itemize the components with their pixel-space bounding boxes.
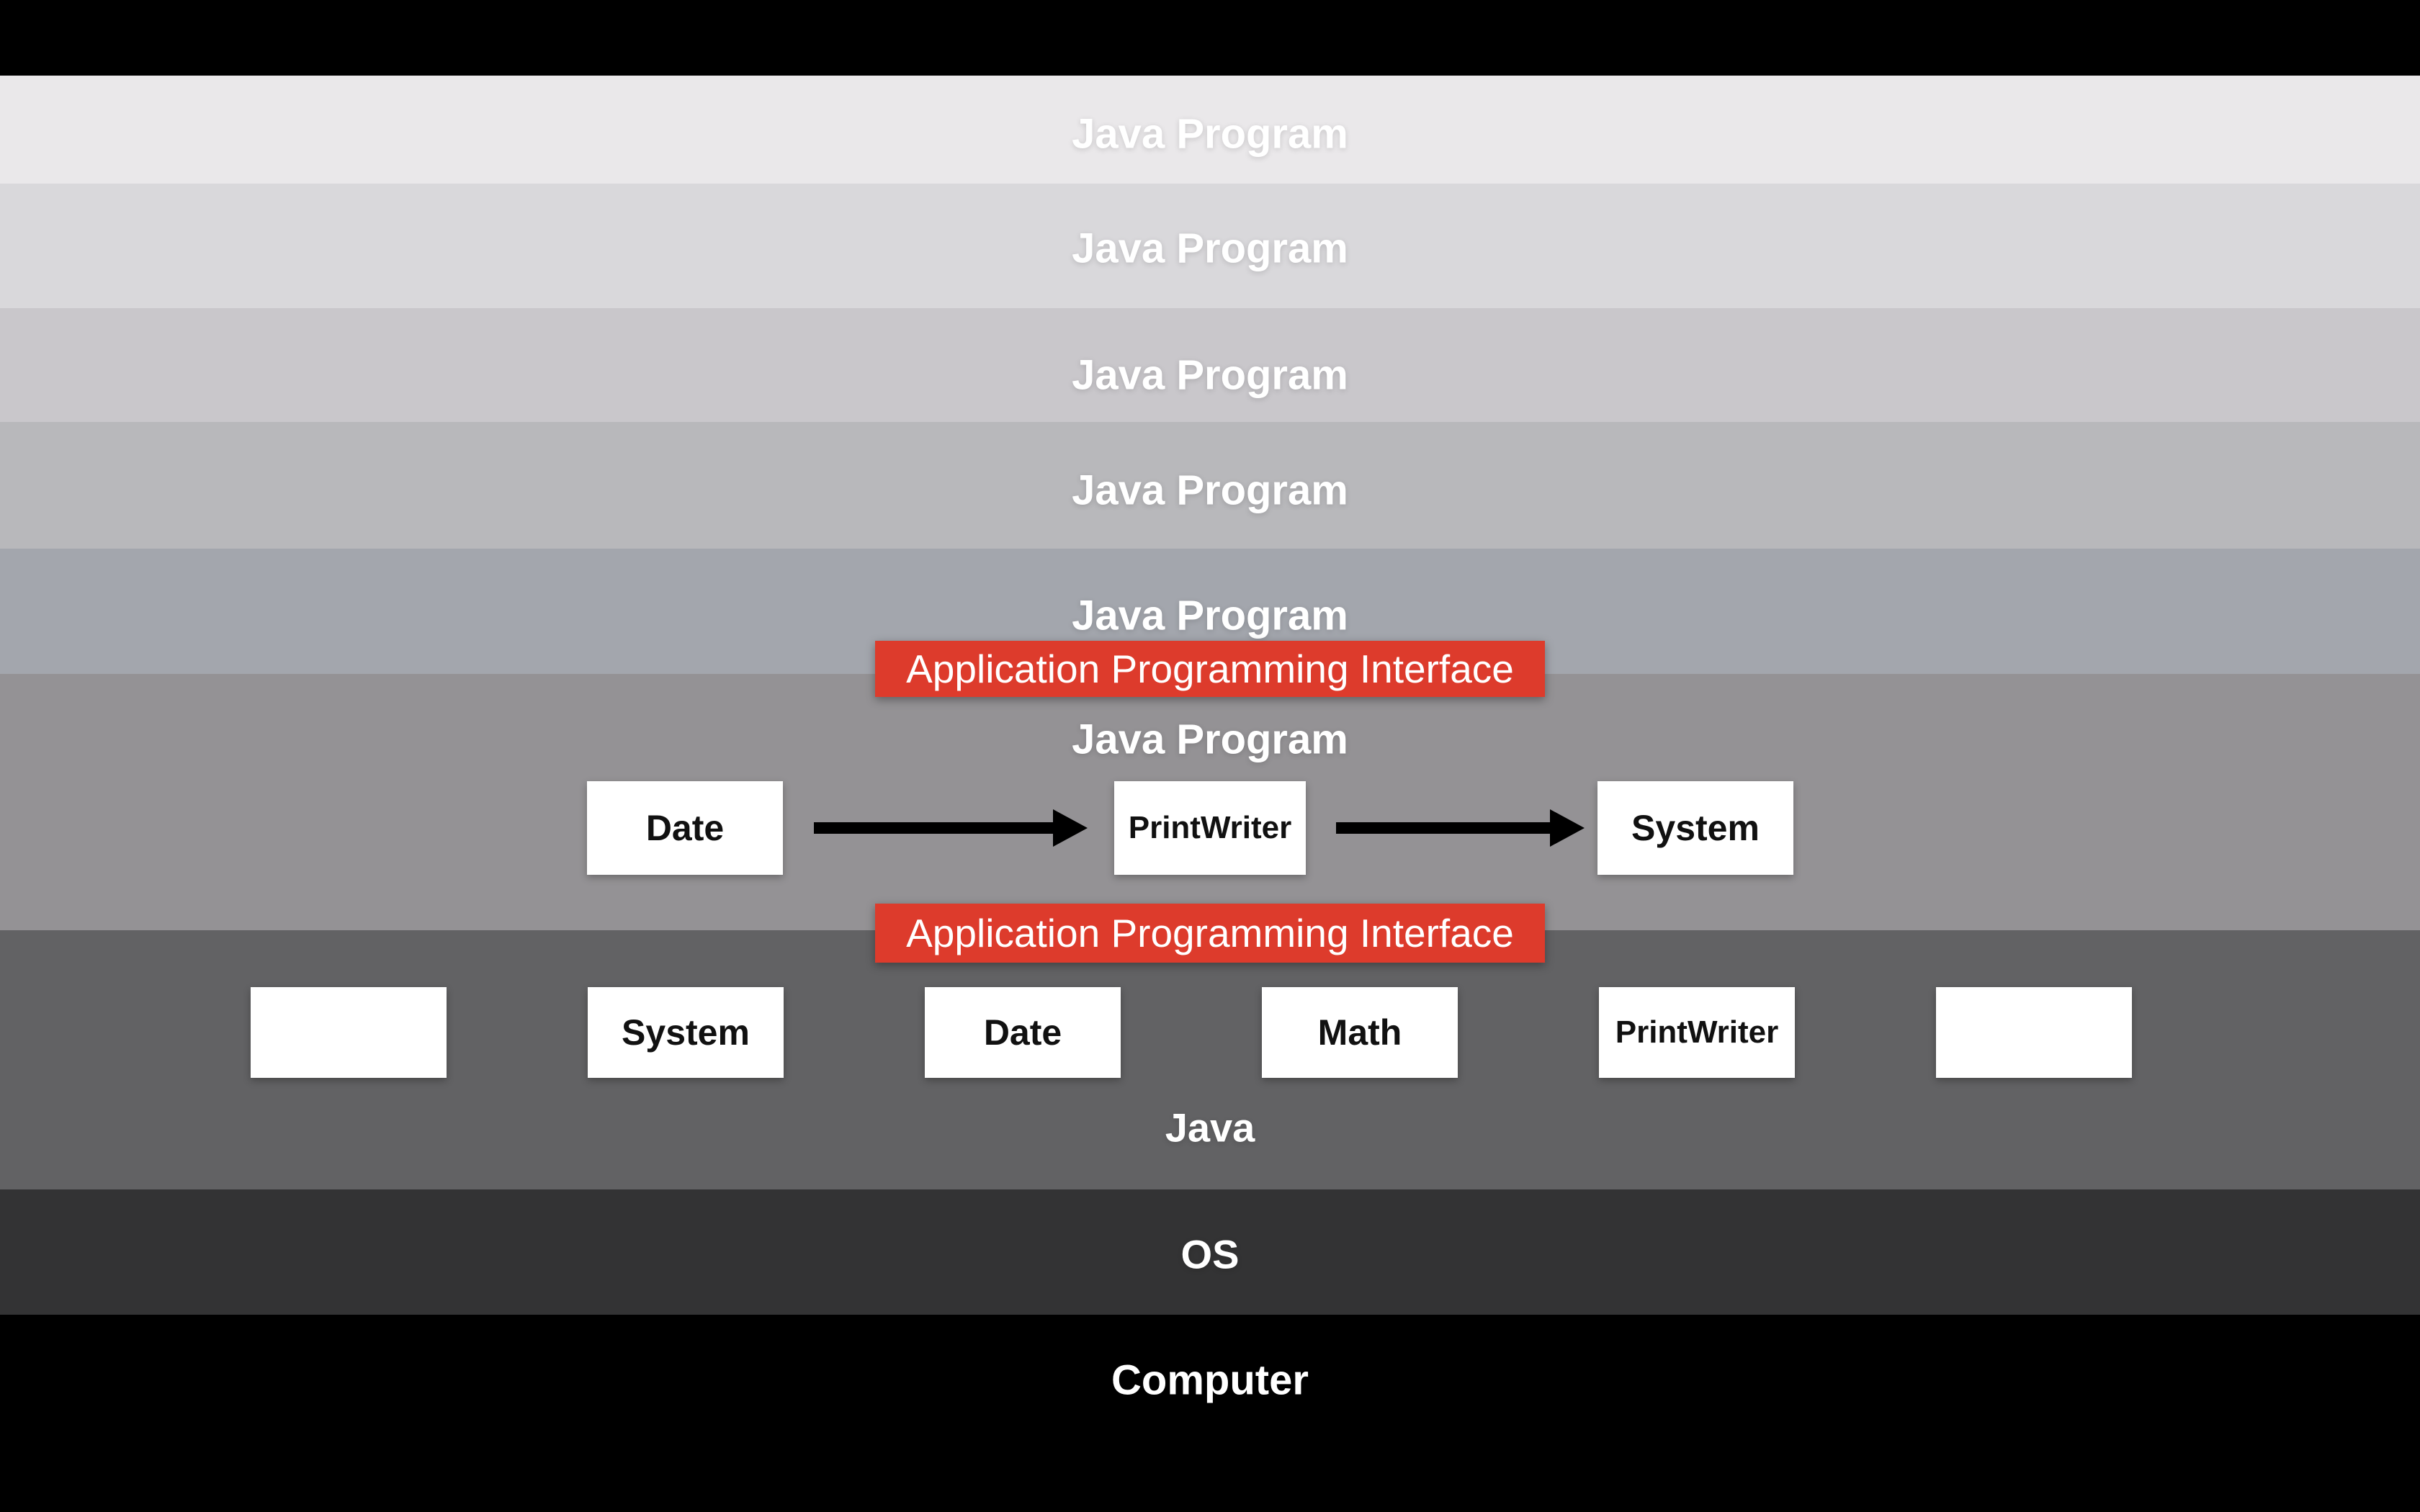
layer-band-3 <box>0 308 2420 422</box>
java-program-label-3: Java Program <box>1072 351 1348 399</box>
library-box-math: Math <box>1262 987 1458 1078</box>
library-box-printwriter: PrintWriter <box>1599 987 1795 1078</box>
os-layer-label: OS <box>1180 1231 1240 1277</box>
java-layer-label: Java <box>1165 1104 1255 1151</box>
java-program-label-1: Java Program <box>1072 110 1348 158</box>
computer-layer-label: Computer <box>1111 1356 1309 1404</box>
layer-band-2 <box>0 184 2420 308</box>
java-program-label-2: Java Program <box>1072 225 1348 272</box>
flow-box-date: Date <box>587 781 783 875</box>
library-box-empty-left <box>251 987 447 1078</box>
library-box-empty-right <box>1936 987 2132 1078</box>
library-box-system: System <box>588 987 784 1078</box>
layer-band-os <box>0 1189 2420 1315</box>
java-program-label-5: Java Program <box>1072 592 1348 639</box>
api-bar-bottom: Application Programming Interface <box>875 904 1545 963</box>
flow-box-system: System <box>1597 781 1793 875</box>
flow-box-printwriter: PrintWriter <box>1114 781 1306 875</box>
library-box-date: Date <box>925 987 1121 1078</box>
api-bar-top: Application Programming Interface <box>875 641 1545 697</box>
layer-band-4 <box>0 422 2420 549</box>
java-program-label-6: Java Program <box>1072 716 1348 763</box>
java-program-label-4: Java Program <box>1072 467 1348 514</box>
layer-band-1 <box>0 76 2420 184</box>
api-bar-bottom-label: Application Programming Interface <box>906 911 1514 955</box>
api-bar-top-label: Application Programming Interface <box>906 647 1514 691</box>
